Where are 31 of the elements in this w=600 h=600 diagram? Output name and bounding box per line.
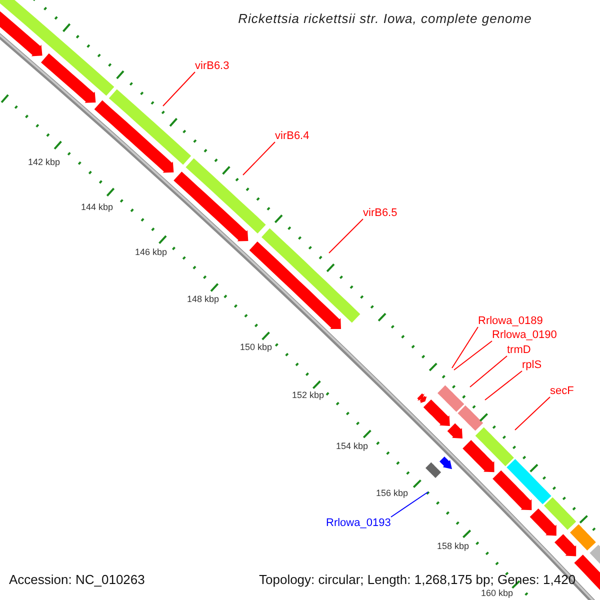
gene-label: secF xyxy=(550,385,574,397)
gene-label: Rrlowa_0193 xyxy=(326,517,391,529)
gene-label: rplS xyxy=(522,359,542,371)
leader-line xyxy=(242,142,276,176)
leader-line xyxy=(162,72,196,106)
scale-label: 160 kbp xyxy=(480,588,514,598)
scale-label: 148 kbp xyxy=(186,294,220,304)
leader-line xyxy=(514,396,550,430)
diagram-title: Rickettsia rickettsii str. Iowa, complete genome xyxy=(237,10,533,28)
scale-label: 158 kbp xyxy=(436,541,470,551)
gene-label: virB6.5 xyxy=(363,207,398,219)
gene-label: trmD xyxy=(507,344,531,356)
scale-label: 152 kbp xyxy=(292,390,324,400)
info-text: Topology: circular; Length: 1,268,175 bp; Genes: 1,420 xyxy=(259,572,576,587)
scale-label: 146 kbp xyxy=(134,247,168,257)
gene-label: virB6.3 xyxy=(195,60,230,72)
leader-line xyxy=(484,370,522,400)
info-text: Accession: NC_010263 xyxy=(9,572,145,587)
leader-line xyxy=(328,218,364,254)
leader-line xyxy=(390,492,428,518)
scale-label: 144 kbp xyxy=(80,202,114,212)
scale-label: 150 kbp xyxy=(240,342,272,352)
gene-label: Rrlowa_0189 xyxy=(478,315,543,327)
gene-label: Rrlowa_0190 xyxy=(492,329,557,341)
scale-label: 142 kbp xyxy=(28,157,60,167)
gene-label: virB6.4 xyxy=(275,130,310,142)
leader-line xyxy=(452,326,478,368)
leader-line xyxy=(470,356,508,388)
leader-line xyxy=(454,340,492,370)
scale-label: 154 kbp xyxy=(336,441,368,451)
scale-label: 156 kbp xyxy=(376,488,408,498)
